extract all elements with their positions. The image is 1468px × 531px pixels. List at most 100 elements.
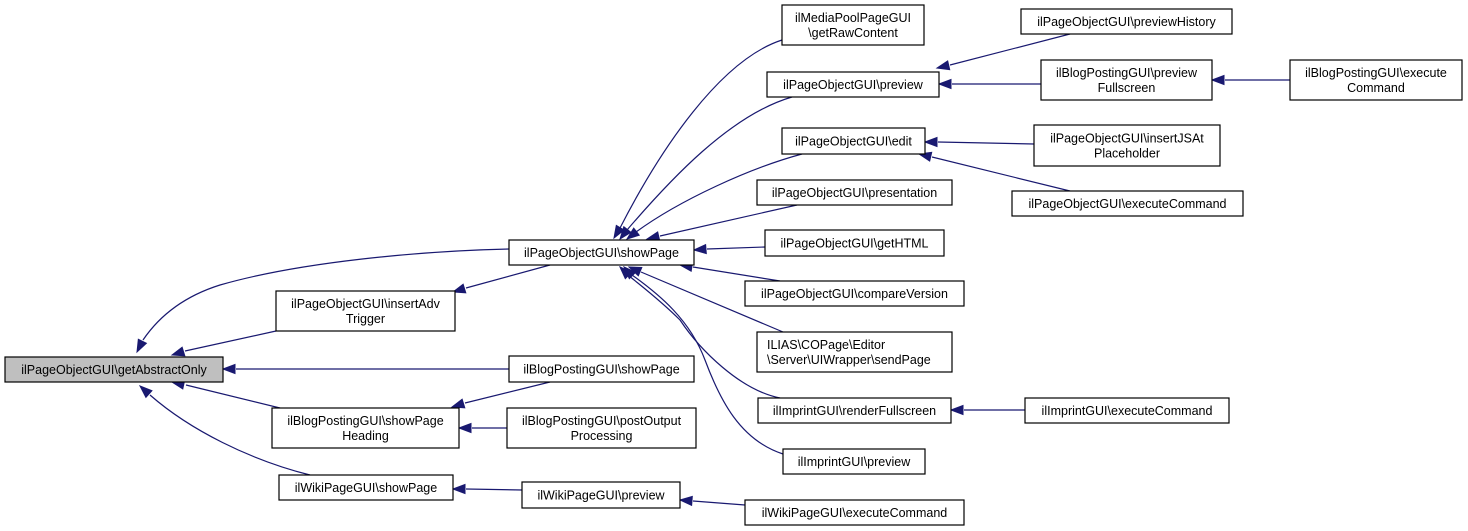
arrowhead-icon [949,404,964,416]
arrowhead-icon [645,231,661,242]
edge-line [627,274,781,399]
node-label: ilPageObjectGUI\preview [783,78,924,92]
node-box[interactable] [271,407,460,449]
node-box[interactable] [764,229,945,257]
node-pog-edit[interactable]: ilPageObjectGUI\edit [781,127,926,155]
edge-line [949,33,1071,66]
arrowhead-icon [221,363,236,375]
node-pog-previewHistory[interactable]: ilPageObjectGUI\previewHistory [1020,8,1233,35]
node-mediapool-getRaw[interactable]: ilMediaPoolPageGUI\getRawContent [781,4,925,46]
node-box[interactable] [757,397,952,424]
node-pog-getHTML[interactable]: ilPageObjectGUI\getHTML [764,229,945,257]
node-label: Processing [571,429,633,443]
node-label: ilPageObjectGUI\presentation [772,186,937,200]
node-blog-executeCommand[interactable]: ilBlogPostingGUI\executeCommand [1289,59,1463,101]
node-wiki-executeCommand[interactable]: ilWikiPageGUI\executeCommand [744,499,965,526]
node-pog-presentation[interactable]: ilPageObjectGUI\presentation [756,179,953,206]
node-label: ilBlogPostingGUI\showPage [287,414,443,428]
root-node-box[interactable] [4,356,224,383]
arrowhead-icon [923,136,938,148]
node-label: \Server\UIWrapper\sendPage [767,353,931,367]
node-label: ilImprintGUI\renderFullscreen [773,404,936,418]
edge-line [635,153,803,233]
edge-line [631,274,784,455]
node-pog-showPage[interactable]: ilPageObjectGUI\showPage [508,239,695,266]
node-box[interactable] [756,331,953,373]
node-label: ilPageObjectGUI\compareVersion [761,287,948,301]
node-box[interactable] [756,179,953,206]
node-imprint-executeCommand[interactable]: ilImprintGUI\executeCommand [1024,397,1230,424]
node-wiki-preview[interactable]: ilWikiPageGUI\preview [521,481,681,509]
node-imprint-renderFullscreen[interactable]: ilImprintGUI\renderFullscreen [757,397,952,424]
edge-line [692,500,746,506]
node-imprint-preview[interactable]: ilImprintGUI\preview [782,448,926,475]
edge-line [931,156,1071,192]
edge-line [465,488,523,491]
arrowhead-icon [136,338,148,354]
arrowhead-icon [451,283,467,294]
node-box[interactable] [278,474,454,501]
node-box[interactable] [508,355,695,383]
edge-pog_insertAdv-to-root [170,330,277,357]
edge-pog_insertJSAt-to-pog_edit [923,136,1035,148]
node-pog-preview[interactable]: ilPageObjectGUI\preview [766,71,940,98]
node-box[interactable] [1011,190,1244,217]
node-box[interactable] [1020,8,1233,35]
node-box[interactable] [506,407,697,449]
arrowhead-icon [457,422,472,434]
edge-line [465,264,551,289]
node-label: ilImprintGUI\executeCommand [1042,404,1213,418]
edge-blog_previewFullscreen-to-pog_preview [937,78,1041,90]
edge-line [185,384,281,409]
edge-line [692,266,781,282]
node-label: ilImprintGUI\preview [798,455,911,469]
node-label: ilPageObjectGUI\getHTML [781,237,929,251]
edge-line [619,39,783,229]
edge-blog_showPageHeading-to-root [170,379,281,409]
node-root[interactable]: ilPageObjectGUI\getAbstractOnly [4,356,224,383]
arrowhead-icon [613,224,625,240]
node-box[interactable] [1289,59,1463,101]
node-box[interactable] [1024,397,1230,424]
arrowhead-icon [678,495,693,507]
node-box[interactable] [744,280,965,307]
node-box[interactable] [1033,124,1221,167]
node-label: ilMediaPoolPageGUI [795,11,911,25]
edges-layer [136,33,1290,507]
edge-line [626,96,793,231]
node-box[interactable] [744,499,965,526]
node-pog-compareVersion[interactable]: ilPageObjectGUI\compareVersion [744,280,965,307]
arrowhead-icon [625,227,641,240]
node-label: ILIAS\COPage\Editor [767,338,885,352]
node-box[interactable] [521,481,681,509]
node-label: ilBlogPostingGUI\preview [1056,66,1198,80]
node-box[interactable] [782,448,926,475]
node-box[interactable] [781,127,926,155]
node-box[interactable] [766,71,940,98]
node-label: ilBlogPostingGUI\execute [1305,66,1447,80]
node-box[interactable] [1040,59,1213,101]
node-label: ilPageObjectGUI\insertJSAt [1050,132,1204,146]
node-ilias-sendPage[interactable]: ILIAS\COPage\Editor\Server\UIWrapper\sen… [756,331,953,373]
node-box[interactable] [508,239,695,266]
node-pog-executeCommand[interactable]: ilPageObjectGUI\executeCommand [1011,190,1244,217]
arrowhead-icon [451,483,466,495]
node-box[interactable] [781,4,925,46]
node-box[interactable] [275,290,456,332]
arrowhead-icon [935,60,951,71]
node-label: Command [1347,81,1405,95]
edge-line [142,248,510,341]
node-blog-showPage[interactable]: ilBlogPostingGUI\showPage [508,355,695,383]
arrowhead-icon [937,78,952,90]
edge-pog_previewHistory-to-pog_preview [935,33,1071,71]
edge-blog_executeCommand-to-blog_previewFullscreen [1210,74,1290,86]
edge-pog_edit-to-pog_showPage [625,153,803,240]
node-label: ilBlogPostingGUI\showPage [523,363,679,377]
node-wiki-showPage[interactable]: ilWikiPageGUI\showPage [278,474,454,501]
node-label: ilPageObjectGUI\previewHistory [1037,15,1216,29]
